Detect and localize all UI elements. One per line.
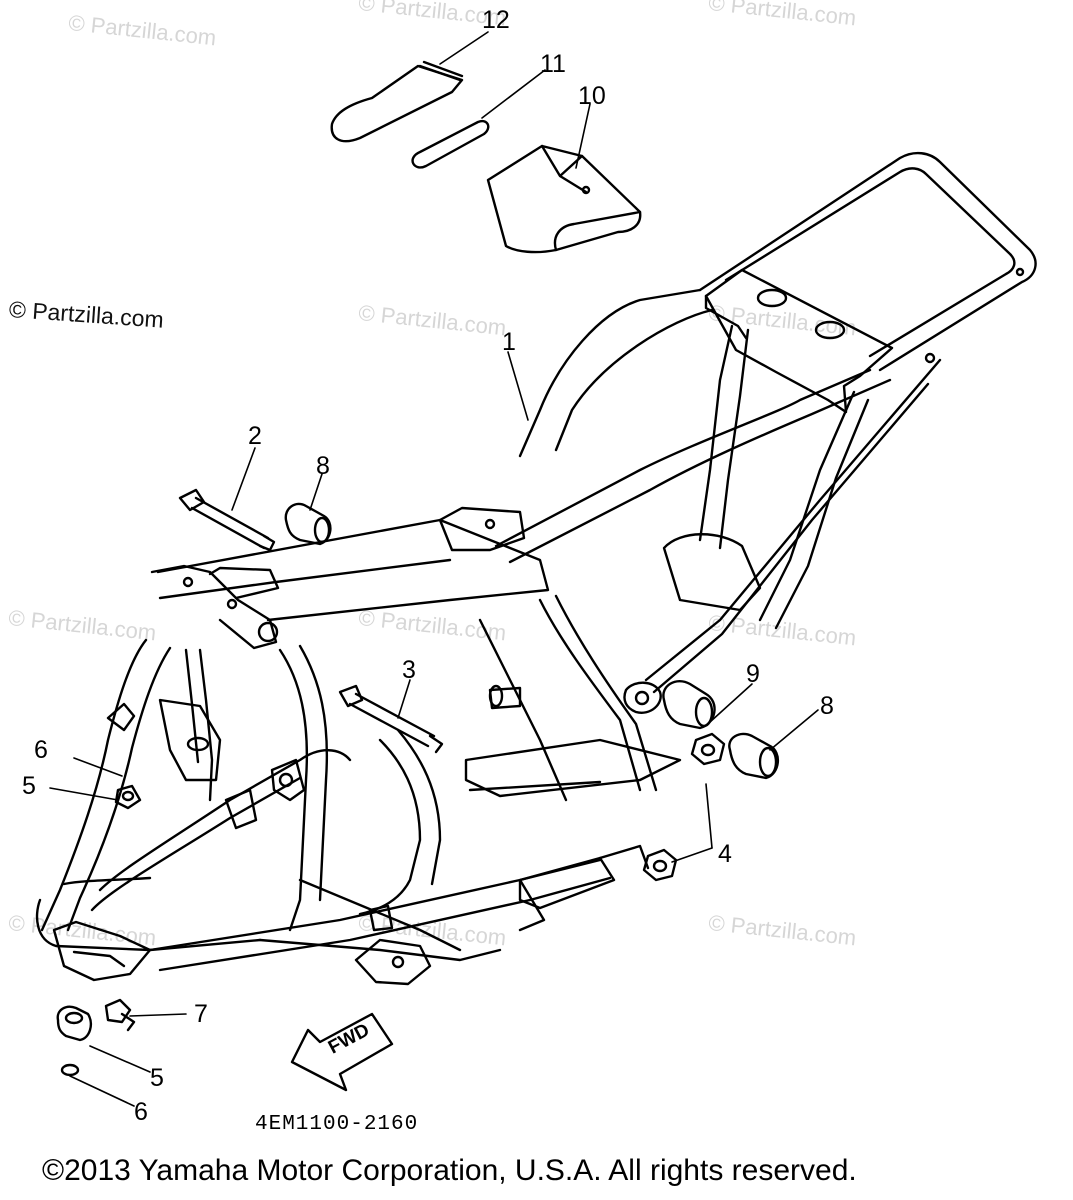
part-2-bolt: [178, 488, 276, 552]
callout-5-upper: 5: [22, 772, 36, 800]
part-10-tool-bag: [486, 144, 642, 254]
callout-8-lower: 8: [820, 692, 834, 720]
part-4-nut-upper: [690, 732, 726, 766]
fwd-arrow: [290, 1012, 394, 1092]
callout-11: 11: [540, 50, 566, 78]
callout-10: 10: [578, 82, 606, 110]
copyright-notice: ©2013 Yamaha Motor Corporation, U.S.A. A…: [42, 1154, 857, 1187]
part-3-bolt: [338, 684, 444, 754]
part-code: 4EM1100-2160: [255, 1113, 419, 1136]
callout-8-upper: 8: [316, 452, 330, 480]
part-5-grommet-lower: [56, 1005, 92, 1042]
part-5-grommet-upper: [114, 784, 142, 810]
callout-12: 12: [482, 6, 510, 34]
part-7-bolt: [104, 998, 136, 1032]
part-8-collar-lower: [728, 732, 779, 780]
part-9-collar: [662, 679, 716, 730]
leader-lines: [49, 31, 819, 1107]
part-8-collar-upper: [284, 502, 332, 546]
part-12-strap: [330, 60, 464, 143]
callout-2: 2: [248, 422, 262, 450]
part-11-handle: [411, 119, 490, 169]
callout-3: 3: [402, 656, 416, 684]
callout-9: 9: [746, 660, 760, 688]
callout-7: 7: [194, 1000, 208, 1028]
callout-4: 4: [718, 840, 732, 868]
part-4-nut-lower: [642, 848, 678, 882]
part-6-washer-lower: [60, 1063, 80, 1077]
callout-5-lower: 5: [150, 1064, 164, 1092]
callout-6-upper: 6: [34, 736, 48, 764]
callout-6-lower: 6: [134, 1098, 148, 1126]
part-1-frame: [35, 151, 1037, 986]
callout-1: 1: [502, 328, 516, 356]
